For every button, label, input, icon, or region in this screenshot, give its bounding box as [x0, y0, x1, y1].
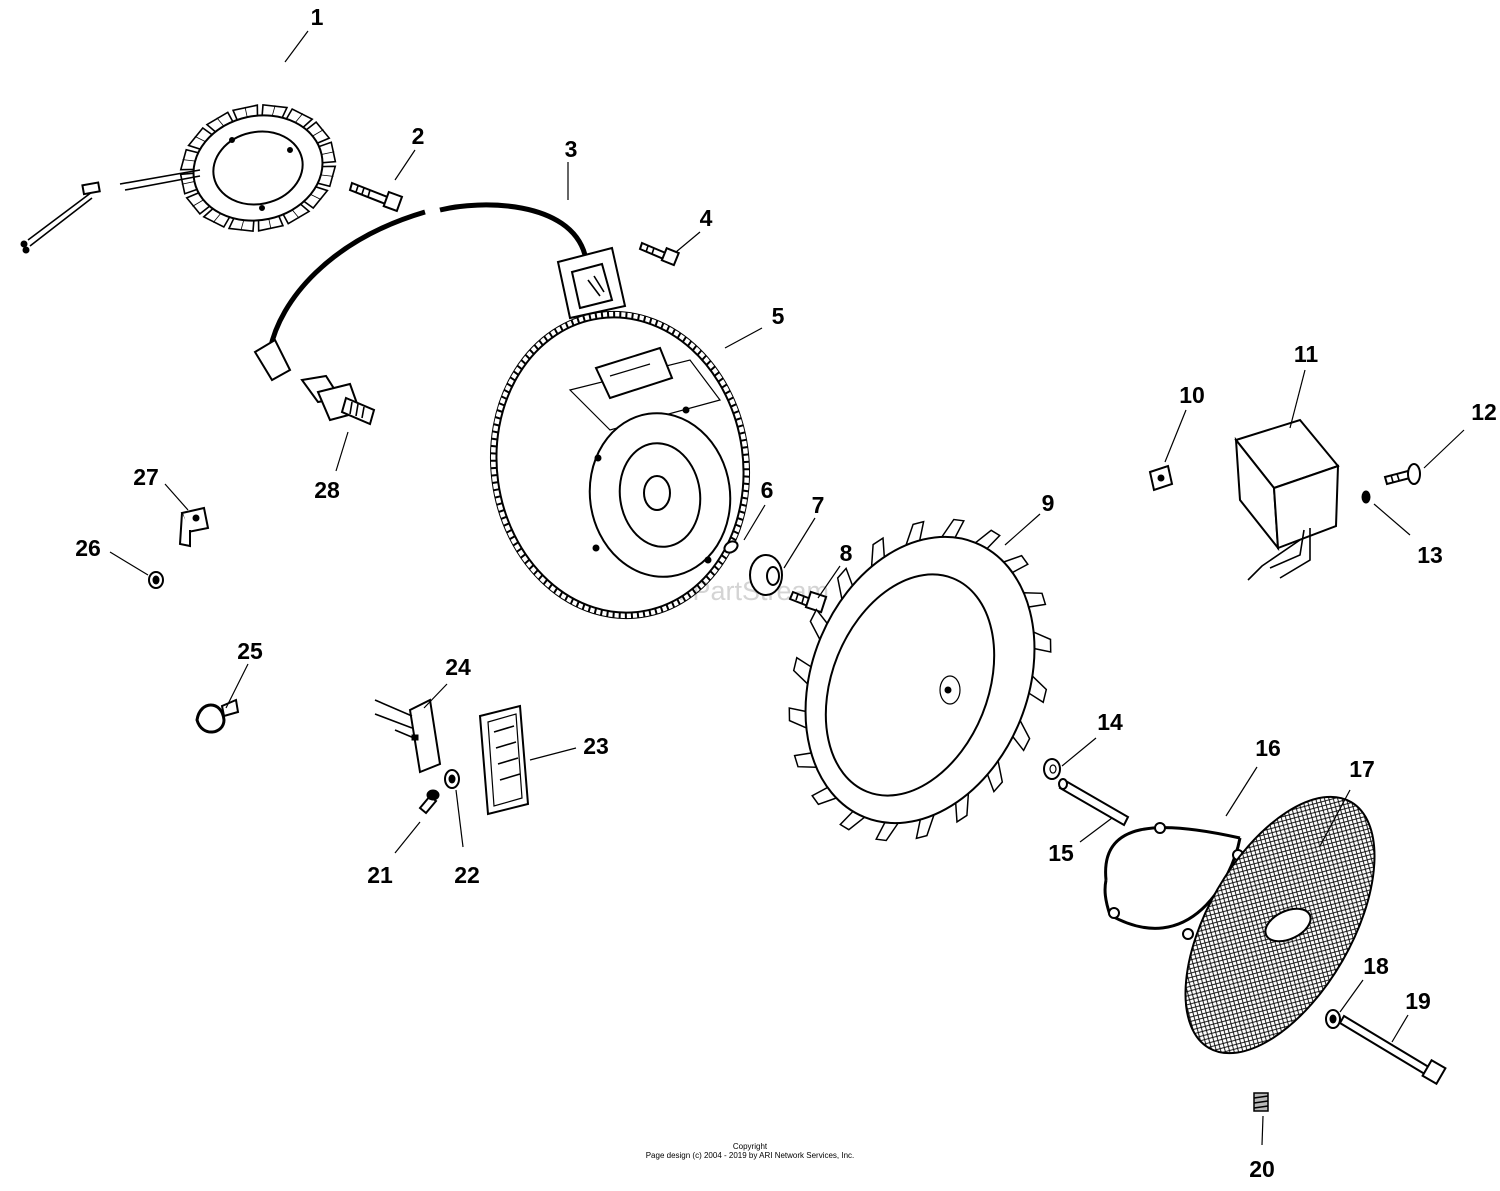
part-11-rectifier-regulator[interactable]	[1234, 418, 1340, 581]
callout-21[interactable]: 21	[367, 862, 393, 888]
part-28-spark-plug[interactable]	[300, 374, 376, 426]
callout-labels: 1 2 3 4 5 6 7 8 9 10 11 12 13 14 15 16 1…	[75, 4, 1497, 1182]
part-24-rectifier[interactable]	[374, 698, 442, 774]
callout-1[interactable]: 1	[311, 4, 324, 30]
part-22-washer[interactable]	[444, 769, 460, 789]
callout-20[interactable]: 20	[1249, 1156, 1275, 1182]
part-19-bolt[interactable]	[1338, 1014, 1447, 1086]
part-18-washer[interactable]	[1325, 1009, 1341, 1029]
callout-14[interactable]: 14	[1097, 709, 1123, 735]
part-23-regulator[interactable]	[478, 704, 530, 816]
part-2-bolt[interactable]	[348, 181, 404, 213]
callout-7[interactable]: 7	[812, 492, 825, 518]
callout-11[interactable]: 11	[1294, 341, 1319, 367]
part-20-spring[interactable]	[1253, 1092, 1269, 1112]
part-6-key[interactable]	[722, 539, 739, 555]
part-1-stator[interactable]	[20, 91, 347, 254]
callout-19[interactable]: 19	[1405, 988, 1431, 1014]
part-15-pin[interactable]	[1058, 778, 1130, 827]
part-14-nut[interactable]	[1043, 758, 1061, 780]
callout-23[interactable]: 23	[583, 733, 609, 759]
callout-18[interactable]: 18	[1363, 953, 1389, 979]
part-8-bolt[interactable]	[788, 590, 828, 614]
callout-27[interactable]: 27	[133, 464, 159, 490]
callout-13[interactable]: 13	[1417, 542, 1443, 568]
callout-28[interactable]: 28	[314, 477, 340, 503]
part-21-screw[interactable]	[418, 789, 440, 815]
callout-12[interactable]: 12	[1471, 399, 1497, 425]
part-3-ignition-module[interactable]	[253, 202, 627, 382]
callout-16[interactable]: 16	[1255, 735, 1281, 761]
callout-2[interactable]: 2	[412, 123, 425, 149]
callout-26[interactable]: 26	[75, 535, 101, 561]
part-17-screen[interactable]	[1147, 766, 1414, 1084]
part-13-washer[interactable]	[1361, 490, 1371, 504]
callout-10[interactable]: 10	[1179, 382, 1205, 408]
part-16-gasket[interactable]	[1103, 822, 1244, 940]
leader-lines	[109, 30, 1465, 1146]
part-12-screw[interactable]	[1383, 463, 1421, 486]
part-27-bracket[interactable]	[178, 506, 210, 548]
callout-17[interactable]: 17	[1349, 756, 1375, 782]
part-9-fan[interactable]	[764, 502, 1075, 857]
copyright-line-1: Copyright	[733, 1142, 768, 1151]
callout-8[interactable]: 8	[840, 540, 853, 566]
part-5-flywheel[interactable]	[471, 295, 769, 636]
copyright-footer: Copyright Page design (c) 2004 - 2019 by…	[646, 1142, 855, 1160]
part-25-clamp[interactable]	[195, 698, 240, 734]
callout-22[interactable]: 22	[454, 862, 480, 888]
copyright-line-2: Page design (c) 2004 - 2019 by ARI Netwo…	[646, 1151, 855, 1160]
part-4-screw[interactable]	[638, 241, 681, 267]
callout-3[interactable]: 3	[565, 136, 578, 162]
callout-24[interactable]: 24	[445, 654, 471, 680]
callout-4[interactable]: 4	[700, 205, 713, 231]
callout-15[interactable]: 15	[1048, 840, 1074, 866]
callout-25[interactable]: 25	[237, 638, 263, 664]
callout-6[interactable]: 6	[761, 477, 774, 503]
part-10-nut-plate[interactable]	[1148, 464, 1174, 492]
callout-5[interactable]: 5	[772, 303, 785, 329]
callout-9[interactable]: 9	[1042, 490, 1055, 516]
part-26-nut[interactable]	[148, 571, 164, 589]
part-7-washer[interactable]	[749, 554, 783, 596]
